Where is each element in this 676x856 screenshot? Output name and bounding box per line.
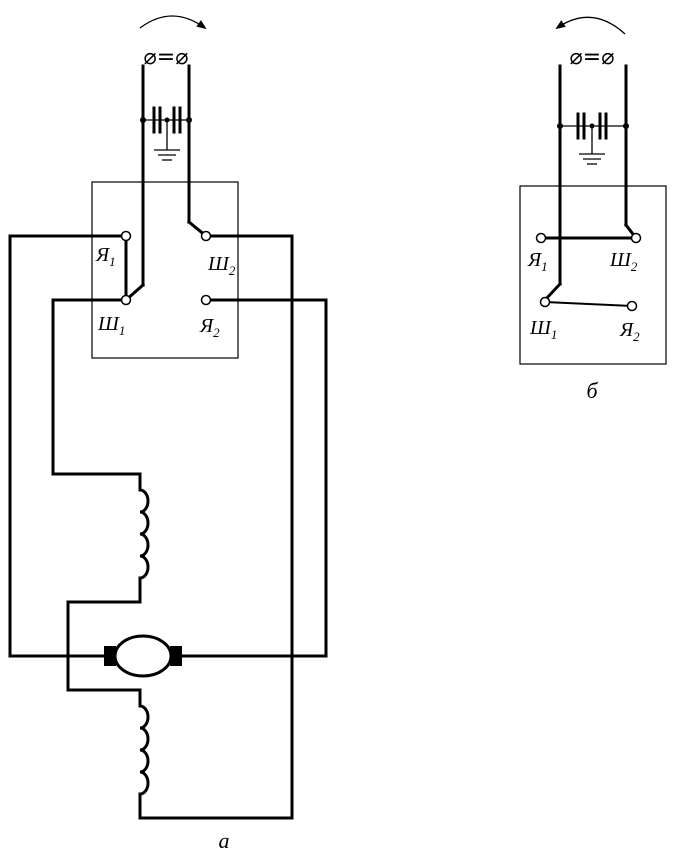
label-ya1: Я1 [95,244,116,269]
lead-left-to-sh1-b [542,281,563,303]
rotation-arrow-clockwise [139,15,207,30]
terminal-ya2-b [626,300,638,312]
label-sh2-b: Ш2 [609,249,638,274]
terminal-sh2-b [630,232,642,244]
label-ya1-b: Я1 [527,249,548,274]
terminal-box-a [91,181,239,359]
terminal-box-b [519,185,667,365]
link-sh1-ya2-b [544,301,633,307]
terminal-sh1-b [539,296,551,308]
wire-sh1-to-field-top [51,298,142,476]
capacitor-filter [140,106,192,161]
terminal-ya2 [200,294,212,306]
supply-symbol-b: ⌀=⌀ [570,45,615,70]
wire-ya1-to-armature [8,234,128,658]
label-sh1-b: Ш1 [529,317,557,342]
label-ya2: Я2 [199,315,220,340]
caption-b: б [586,378,598,403]
terminal-sh1 [120,294,132,306]
capacitor-filter-b [557,112,629,165]
diagram-b: ⌀=⌀ Я1 [519,16,667,403]
motor-armature [104,634,182,678]
field-winding-bottom [138,688,150,820]
terminal-sh2 [200,230,212,242]
label-sh1: Ш1 [97,313,125,338]
caption-a: а [219,828,230,853]
terminal-ya1 [120,230,132,242]
label-ya2-b: Я2 [619,319,640,344]
terminal-ya1-b [535,232,547,244]
wire-sh2-to-field-bottom [138,234,294,820]
diagram-a: ⌀=⌀ [8,15,328,853]
field-winding-top [138,472,150,604]
rotation-arrow-counterclockwise [555,16,626,35]
label-sh2: Ш2 [207,253,236,278]
wire-field-top-to-field-bottom [66,600,142,692]
supply-symbol: ⌀=⌀ [144,45,189,70]
wire-ya2-to-armature [174,298,328,658]
